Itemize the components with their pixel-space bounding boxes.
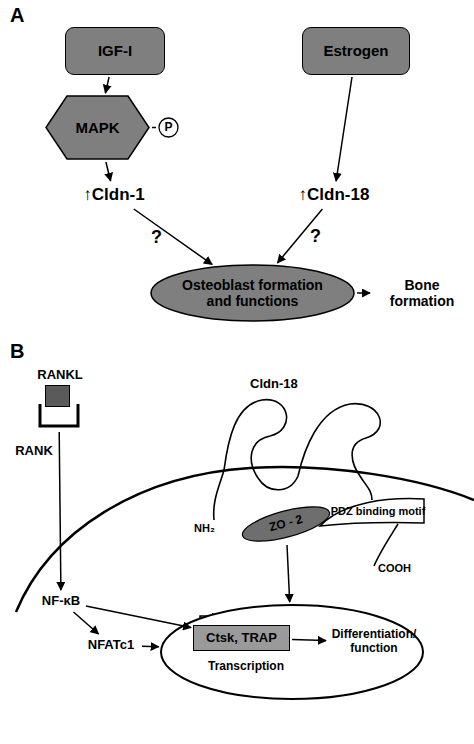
claudin-protein <box>214 400 381 520</box>
node-text: NF-κB <box>42 594 80 609</box>
arrow-connector <box>142 645 159 647</box>
arrow-connector <box>59 432 61 590</box>
node-text: MAPK <box>75 119 119 136</box>
nucleus-ellipse: Transcription Ctsk, TRAP Differentiation/ … <box>160 604 424 700</box>
receptor-bracket: RANK <box>36 404 82 430</box>
panel-letter: A <box>10 4 24 27</box>
phosphate-circle: P <box>158 117 179 138</box>
outcome-label: Differentiation/ function <box>328 625 420 659</box>
receptor-bracket-shape <box>40 404 78 426</box>
outcome-label: Bone formation <box>372 283 472 303</box>
arrow-connector <box>105 77 109 93</box>
input-box: Estrogen <box>302 27 410 75</box>
node-text: Ctsk, TRAP <box>206 631 277 646</box>
cell-membrane <box>16 467 474 612</box>
factor-label: NFATc1 <box>82 636 140 654</box>
edge-label: ? <box>151 227 162 248</box>
arrow-connector <box>357 292 370 294</box>
node-text: NFATc1 <box>88 638 134 653</box>
input-box: IGF-I <box>65 27 165 75</box>
arrow-connector <box>86 606 191 628</box>
kinase-hexagon: MAPK <box>45 95 150 160</box>
process-ellipse-shape <box>151 265 354 321</box>
phosphate-circle-shape <box>159 118 178 137</box>
gene-box: Ctsk, TRAP <box>193 625 290 651</box>
panel-letter: B <box>10 340 24 363</box>
node-text: Estrogen <box>323 42 388 59</box>
process-ellipse: Osteoblast formation and functions <box>150 264 355 322</box>
node-text: Osteoblast formation and functions <box>173 277 333 309</box>
node-text: Differentiation/ function <box>328 628 420 656</box>
node-text: P <box>164 121 172 135</box>
factor-label: NF-κB <box>38 592 84 610</box>
node-text: PDZ binding motif <box>330 505 426 518</box>
arrow-connector <box>152 127 156 129</box>
gene-label: ↑Cldn-18 <box>290 183 378 207</box>
node-text: ↑Cldn-18 <box>299 185 370 205</box>
node-text: IGF-I <box>98 42 132 59</box>
nucleus-ellipse-shape <box>161 605 423 699</box>
arrow-connector <box>106 162 111 181</box>
kinase-hexagon-shape <box>46 96 149 159</box>
arrow-connector <box>74 612 99 634</box>
node-text: RANKL <box>32 368 88 383</box>
protein-name: Cldn-18 <box>250 376 298 391</box>
arrow-connector <box>278 209 323 263</box>
node-text: Bone formation <box>372 277 472 309</box>
arrow-connector <box>336 77 352 181</box>
scaffold-ellipse: ZO - 2 <box>240 505 332 543</box>
motif-band: PDZ binding motif <box>318 496 426 528</box>
arrow-connector <box>134 209 212 264</box>
terminus-label: COOH <box>378 562 411 574</box>
scaffold-ellipse-shape <box>239 500 333 548</box>
cooh-tail <box>374 524 398 566</box>
gene-label: ↑Cldn-1 <box>78 183 150 207</box>
terminus-label: NH₂ <box>194 522 215 534</box>
node-text: Transcription <box>200 660 292 674</box>
ligand-square: RANKL <box>45 385 70 407</box>
node-text: RANK <box>12 444 56 459</box>
node-text: ↑Cldn-1 <box>83 185 144 205</box>
arrow-connector <box>287 545 290 602</box>
receptor-bracket-outline <box>36 404 82 430</box>
edge-label: ? <box>310 226 321 247</box>
